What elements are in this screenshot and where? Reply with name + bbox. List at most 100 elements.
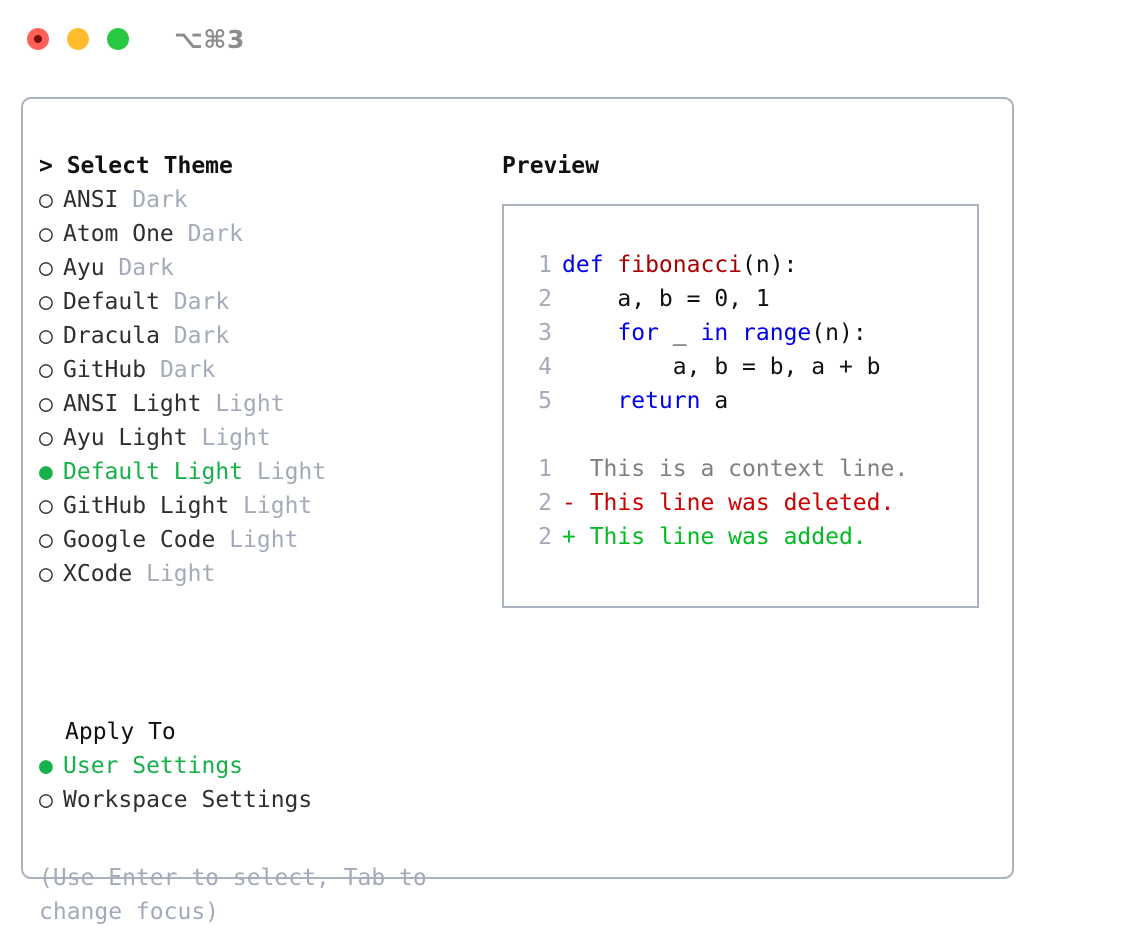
theme-option-label: Ayu xyxy=(63,255,105,281)
code-token xyxy=(562,316,617,350)
theme-option-tag-text: Dark xyxy=(159,357,216,383)
theme-option-label: Default Light xyxy=(63,459,244,485)
code-line: 4 a, b = b, a + b xyxy=(524,350,969,384)
theme-option-default-dark[interactable]: ○ Default Dark xyxy=(39,285,499,319)
theme-option-atom-one[interactable]: ○ Atom One Dark xyxy=(39,217,499,251)
theme-option-google-code[interactable]: ○ Google Code Light xyxy=(39,523,499,557)
theme-option-label: Atom One xyxy=(63,221,174,247)
apply-to-label: Workspace Settings xyxy=(63,787,313,813)
code-token xyxy=(562,384,617,418)
theme-option-tag xyxy=(118,183,132,217)
traffic-lights xyxy=(27,28,129,50)
radio-icon: ○ xyxy=(39,255,53,281)
apply-to-workspace-settings[interactable]: ○ Workspace Settings xyxy=(39,783,499,817)
theme-option-ayu[interactable]: ○ Ayu Dark xyxy=(39,251,499,285)
theme-option-tag-text: Light xyxy=(215,391,285,417)
theme-option-spacer xyxy=(132,557,146,591)
diff-marker xyxy=(562,452,590,486)
preview-header: Preview xyxy=(502,153,599,179)
diff-marker: - xyxy=(562,490,590,516)
theme-option-spacer xyxy=(174,217,188,251)
zoom-window-button[interactable] xyxy=(107,28,129,50)
line-number: 1 xyxy=(538,456,552,482)
code-token: fibonacci xyxy=(617,252,743,278)
radio-icon: ○ xyxy=(39,221,53,247)
theme-option-tag-text: Dark xyxy=(173,289,230,315)
close-window-button[interactable] xyxy=(27,28,49,50)
code-line: 2 a, b = 0, 1 xyxy=(524,282,969,316)
line-number: 4 xyxy=(538,354,552,380)
minimize-window-button[interactable] xyxy=(67,28,89,50)
theme-option-tag-text: Dark xyxy=(187,221,244,247)
select-theme-header: > Select Theme xyxy=(39,153,233,179)
code-line: 3 for _ in range (n): xyxy=(524,316,969,350)
theme-option-xcode[interactable]: ○ XCode Light xyxy=(39,557,499,591)
theme-option-github-dark[interactable]: ○ GitHub Dark xyxy=(39,353,499,387)
preview-column: Preview xyxy=(502,149,992,183)
theme-option-ayu-light[interactable]: ○ Ayu Light Light xyxy=(39,421,499,455)
theme-option-label: XCode xyxy=(63,561,133,587)
theme-option-tag-text: Light xyxy=(201,425,271,451)
radio-icon: ○ xyxy=(39,561,53,587)
theme-option-tag-text: Light xyxy=(229,527,299,553)
theme-option-label: GitHub Light xyxy=(63,493,230,519)
theme-option-spacer xyxy=(105,251,119,285)
radio-icon: ○ xyxy=(39,391,53,417)
preview-box: 1 def fibonacci (n): 2 a, b = 0, 1 3 for xyxy=(502,204,979,608)
theme-option-spacer xyxy=(243,455,257,489)
theme-option-spacer xyxy=(160,319,174,353)
theme-option-ansi-light[interactable]: ○ ANSI Light Light xyxy=(39,387,499,421)
theme-option-ansi[interactable]: ○ ANSI Dark xyxy=(39,183,499,217)
radio-icon: ○ xyxy=(39,425,53,451)
theme-option-spacer xyxy=(201,387,215,421)
theme-option-default-light[interactable]: ● Default Light Light xyxy=(39,455,499,489)
theme-option-label: ANSI Light xyxy=(63,391,202,417)
code-line: 5 return a xyxy=(524,384,969,418)
diff-text: This line was added. xyxy=(589,524,867,550)
radio-icon: ○ xyxy=(39,323,53,349)
code-token: def xyxy=(562,252,618,278)
theme-option-dracula[interactable]: ○ Dracula Dark xyxy=(39,319,499,353)
line-number: 2 xyxy=(538,490,552,516)
window-titlebar: ⌥⌘3 xyxy=(0,0,1140,78)
theme-option-github-light[interactable]: ○ GitHub Light Light xyxy=(39,489,499,523)
code-token: for xyxy=(617,320,659,346)
keyboard-shortcut-label: ⌥⌘3 xyxy=(174,24,245,54)
theme-option-spacer xyxy=(146,353,160,387)
diff-marker: + xyxy=(562,524,590,550)
line-number: 2 xyxy=(538,286,552,312)
theme-option-spacer xyxy=(188,421,202,455)
code-token: _ xyxy=(658,320,701,346)
diff-line-deleted: 2 - This line was deleted. xyxy=(524,486,969,520)
radio-selected-icon: ● xyxy=(39,753,53,779)
apply-to-user-settings[interactable]: ● User Settings xyxy=(39,749,499,783)
diff-line-added: 2 + This line was added. xyxy=(524,520,969,554)
diff-text: This is a context line. xyxy=(589,456,909,482)
code-token: a, b = b, a + b xyxy=(562,354,881,380)
theme-option-label: Google Code xyxy=(63,527,216,553)
diff-text: This line was deleted. xyxy=(589,490,895,516)
theme-option-spacer xyxy=(229,489,243,523)
code-token: in xyxy=(700,320,729,346)
radio-icon: ○ xyxy=(39,357,53,383)
keyboard-hint-text: (Use Enter to select, Tab to change focu… xyxy=(39,865,427,925)
theme-option-label: Ayu Light xyxy=(63,425,188,451)
theme-option-tag-text: Dark xyxy=(132,187,188,213)
theme-option-tag-text: Dark xyxy=(118,255,174,281)
radio-icon: ○ xyxy=(39,187,53,213)
code-token: a xyxy=(700,388,729,414)
code-preview: 1 def fibonacci (n): 2 a, b = 0, 1 3 for xyxy=(524,248,969,554)
theme-list-column: > Select Theme ○ ANSI Dark ○ Atom One Da… xyxy=(39,149,499,591)
line-number: 5 xyxy=(538,388,552,414)
apply-to-group: Apply To ● User Settings ○ Workspace Set… xyxy=(39,715,499,817)
apply-to-header: Apply To xyxy=(65,719,176,745)
theme-option-tag-text: Light xyxy=(256,459,327,485)
theme-option-label: Default xyxy=(63,289,160,315)
theme-option-tag-text: Dark xyxy=(173,323,230,349)
code-token: (n): xyxy=(742,252,798,278)
code-token: (n): xyxy=(811,320,867,346)
theme-selector-panel: > Select Theme ○ ANSI Dark ○ Atom One Da… xyxy=(21,97,1014,925)
radio-icon: ○ xyxy=(39,787,53,813)
radio-icon: ○ xyxy=(39,493,53,519)
